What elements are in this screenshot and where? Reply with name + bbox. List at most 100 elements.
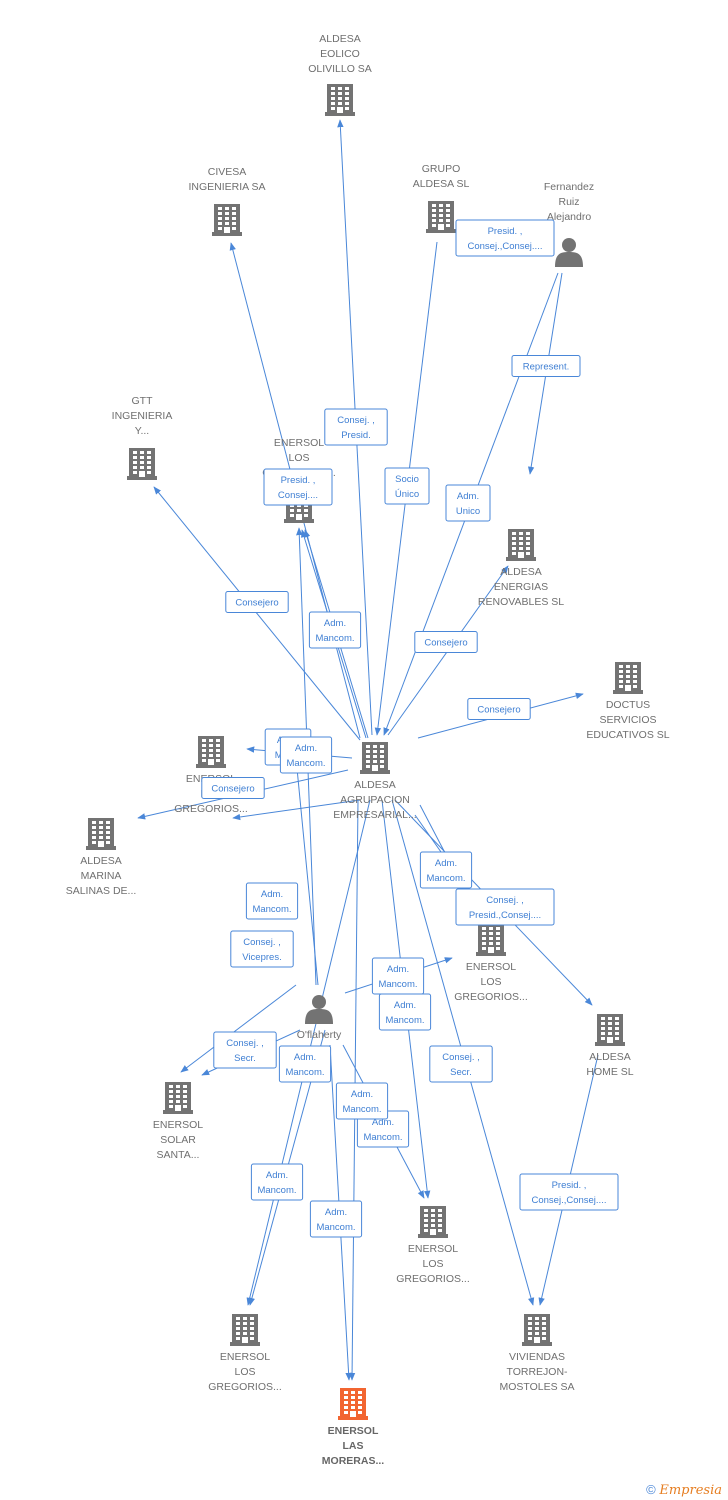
node-enersol_g5[interactable]: ENERSOLLOSGREGORIOS...	[208, 1314, 282, 1393]
edge-label-line: Adm.	[394, 1000, 416, 1011]
node-label: ENERSOL	[153, 1119, 203, 1131]
edge-label[interactable]: Consejero	[201, 777, 265, 799]
node-label: GREGORIOS...	[174, 803, 248, 815]
node-label: SERVICIOS	[600, 714, 657, 726]
node-label: ALDESA	[589, 1051, 630, 1063]
node-label: LOS	[422, 1258, 443, 1270]
node-label: TORREJON-	[506, 1366, 568, 1378]
edge-label[interactable]: Consej. ,Secr.	[213, 1031, 277, 1069]
edge-label[interactable]: Consej. ,Presid.,Consej....	[455, 888, 555, 926]
node-label: MARINA	[81, 870, 122, 882]
node-label: ENERGIAS	[494, 581, 548, 593]
edge-label-line: Adm.	[325, 1207, 347, 1218]
edge-label[interactable]: Adm. Unico	[445, 484, 491, 522]
building-icon	[196, 736, 226, 768]
edge-label-line: Vicepres.	[242, 952, 281, 963]
edge-label-line: Unico	[456, 506, 480, 517]
edge-label-line: Mancom.	[342, 1104, 381, 1115]
edge-label[interactable]: Presid. ,Consej....	[263, 468, 333, 506]
copyright-symbol: ©	[646, 1482, 656, 1497]
node-label: ENERSOL	[408, 1243, 458, 1255]
building-icon	[338, 1388, 368, 1420]
edge-label-line: Represent.	[523, 362, 569, 373]
edge-label-line: Secr.	[234, 1053, 256, 1064]
edge-label-line: Mancom.	[363, 1132, 402, 1143]
edge-label-line: Adm.	[457, 491, 479, 502]
edge-label-line: Consejero	[211, 784, 254, 795]
node-agrupacion[interactable]: ALDESAAGRUPACIONEMPRESARIAL...	[333, 742, 417, 821]
building-icon	[86, 818, 116, 850]
edge-label[interactable]: Adm.Mancom.	[279, 736, 333, 774]
edge-label[interactable]: Consej. ,Vicepres.	[230, 930, 294, 968]
node-enersol_g4[interactable]: ENERSOL LOS GREGORIOS...	[396, 1206, 470, 1285]
edge-label-line: Consej. ,	[337, 415, 375, 426]
edge-label[interactable]: Represent.	[511, 355, 581, 377]
node-label: Y...	[135, 425, 149, 437]
node-moreras[interactable]: ENERSOLLASMORERAS...	[322, 1388, 385, 1467]
node-label: HOME SL	[586, 1066, 633, 1078]
edge-label[interactable]: Adm.Mancom.	[419, 851, 473, 889]
edge-label[interactable]: Adm.Mancom.	[250, 1163, 304, 1201]
footer-brand[interactable]: © Empresia	[646, 1482, 722, 1498]
node-label: GTT	[132, 395, 154, 407]
edge-label-line: Adm.	[351, 1089, 373, 1100]
edge-label[interactable]: Adm.Mancom.	[309, 1200, 363, 1238]
edge-label[interactable]: Consejero	[467, 698, 531, 720]
edge-label-line: Único	[395, 489, 419, 500]
building-icon	[595, 1014, 625, 1046]
node-label: GREGORIOS...	[396, 1273, 470, 1285]
edge-label-line: Consej.,Consej....	[532, 1195, 607, 1206]
node-oflaherty[interactable]: O'flaherty	[297, 995, 342, 1041]
edge-label[interactable]: Consejero	[225, 591, 289, 613]
edge-agrupacion-to-gtt	[153, 486, 361, 741]
node-label: ALDESA	[80, 855, 121, 867]
edge-label[interactable]: Presid. ,Consej.,Consej....	[455, 219, 555, 257]
edge-label[interactable]: Adm.Mancom.	[245, 882, 299, 920]
node-label: SALINAS DE...	[66, 885, 137, 897]
node-label: LOS	[480, 976, 501, 988]
node-label: ENERSOL	[220, 1351, 270, 1363]
node-label: AGRUPACION	[340, 794, 410, 806]
node-label: Fernandez	[544, 181, 594, 193]
building-icon	[476, 924, 506, 956]
brand-name: Empresia	[659, 1483, 722, 1498]
node-label: GRUPO	[422, 163, 461, 175]
edge-label[interactable]: Consej. ,Secr.	[429, 1045, 493, 1083]
edge-label[interactable]: Consej. , Presid.	[324, 408, 388, 446]
node-label: GREGORIOS...	[208, 1381, 282, 1393]
edge-label[interactable]: Adm.Mancom.	[371, 957, 425, 995]
edge-label-line: Presid.,Consej....	[469, 910, 541, 921]
node-home[interactable]: ALDESA HOME SL	[586, 1014, 634, 1078]
node-enersol_g2[interactable]: ENERSOLLOSGREGORIOS...	[174, 736, 248, 815]
node-marina[interactable]: ALDESA MARINA SALINAS DE...	[66, 818, 137, 897]
node-label: ENERSOL	[466, 961, 516, 973]
edge-label-line: Mancom.	[385, 1015, 424, 1026]
edge-label-line: Consejero	[424, 638, 467, 649]
node-enersol_g3[interactable]: ENERSOLLOSGREGORIOS...	[454, 924, 528, 1003]
edge-label-line: Consejero	[477, 705, 520, 716]
edge-label[interactable]: Presid. ,Consej.,Consej....	[519, 1173, 619, 1211]
building-icon	[418, 1206, 448, 1238]
edge-label-line: Presid.	[341, 430, 371, 441]
edge-label[interactable]: Adm. Mancom.	[378, 993, 432, 1031]
node-label: SOLAR	[160, 1134, 196, 1146]
edge-label[interactable]: Adm.Mancom.	[278, 1045, 332, 1083]
edge-label-line: Socio	[395, 474, 419, 485]
node-gtt[interactable]: GTTINGENIERIAY...	[112, 395, 173, 480]
edge-label[interactable]: Adm. Mancom.	[335, 1082, 389, 1120]
edge-label[interactable]: Adm.Mancom.	[308, 611, 362, 649]
edge-label-line: Adm.	[295, 743, 317, 754]
node-santa[interactable]: ENERSOLSOLARSANTA...	[153, 1082, 203, 1161]
building-icon	[522, 1314, 552, 1346]
edge-label[interactable]: Consejero	[414, 631, 478, 653]
